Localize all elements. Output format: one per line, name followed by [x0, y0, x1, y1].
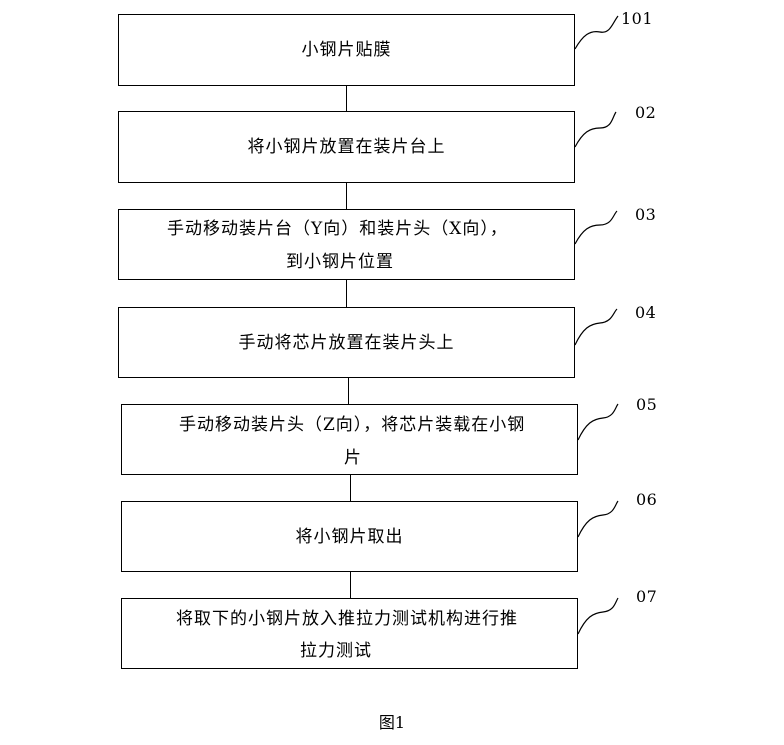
connector-5-6 [350, 475, 351, 501]
ref-label-3: 03 [635, 205, 657, 224]
step-2-text: 将小钢片放置在装片台上 [247, 137, 446, 157]
step-box-4: 手动将芯片放置在装片头上 [118, 307, 575, 378]
connector-2-3 [346, 183, 347, 209]
step-5-text-line-2: 片 [344, 448, 362, 468]
step-7-text-line-1: 将取下的小钢片放入推拉力测试机构进行推 [176, 609, 518, 629]
figure-caption: 图1 [378, 713, 406, 732]
step-1-text: 小钢片贴膜 [301, 40, 392, 60]
step-7-text-line-2: 拉力测试 [300, 641, 372, 661]
ref-label-5: 05 [636, 395, 658, 414]
ref-label-4: 04 [635, 303, 657, 322]
step-3-text-line-1: 手动移动装片台（Y向）和装片头（X向）， [167, 219, 508, 239]
step-3-text-line-2: 到小钢片位置 [286, 252, 394, 272]
step-box-2: 将小钢片放置在装片台上 [118, 111, 575, 183]
step-4-text: 手动将芯片放置在装片头上 [238, 332, 455, 353]
step-6-text: 将小钢片取出 [295, 526, 404, 547]
step-box-6: 将小钢片取出 [121, 501, 578, 572]
step-box-1: 小钢片贴膜 [118, 14, 575, 86]
connector-3-4 [346, 280, 347, 307]
step-5-text-line-1: 手动移动装片头（Z向），将芯片装载在小钢 [179, 415, 526, 435]
ref-label-7: 07 [636, 587, 658, 606]
step-box-7: 将取下的小钢片放入推拉力测试机构进行推 拉力测试 [121, 598, 578, 669]
step-box-3: 手动移动装片台（Y向）和装片头（X向）， 到小钢片位置 [118, 209, 575, 280]
connector-4-5 [348, 378, 349, 404]
step-box-5: 手动移动装片头（Z向），将芯片装载在小钢 片 [121, 404, 578, 475]
connector-6-7 [350, 572, 351, 598]
ref-label-2: 02 [635, 103, 657, 122]
connector-1-2 [346, 86, 347, 111]
ref-label-1: 101 [621, 9, 654, 28]
ref-label-6: 06 [636, 490, 658, 509]
